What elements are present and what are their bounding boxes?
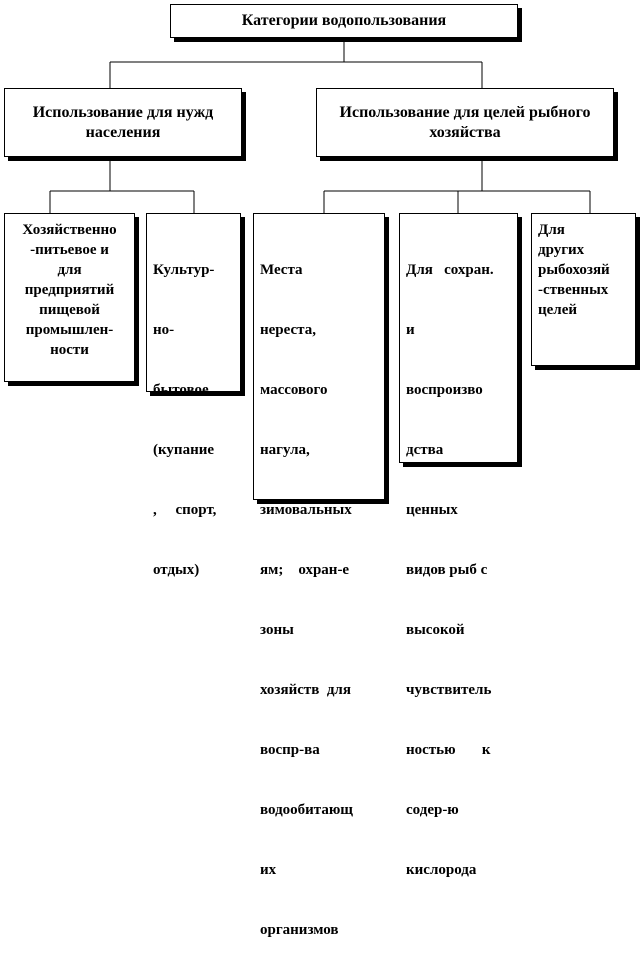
drinking-food-industry-box: Хозяйственно -питьевое и для предприятий… — [4, 213, 135, 382]
root-category-label: Категории водопользования — [241, 12, 447, 29]
fisheries-label: Использование для целей рыбного хозяйств… — [340, 103, 591, 143]
leaf-line: кислорода — [406, 862, 477, 878]
leaf-line: организмов — [260, 922, 339, 938]
leaf-line: Хозяйственно — [22, 222, 117, 238]
valuable-fish-preservation-box: Для сохран. и воспроизво дства ценных ви… — [399, 213, 518, 878]
leaf-line: отдых) — [153, 562, 200, 578]
leaf-line: -питьевое и — [30, 242, 109, 258]
leaf-line: нереста, — [260, 322, 316, 338]
leaf-line: чувствитель — [406, 682, 492, 698]
fisheries-box: Использование для целей рыбного хозяйств… — [316, 88, 614, 157]
leaf-line: ностью к — [406, 742, 491, 758]
leaf-line: других — [538, 242, 585, 258]
leaf-line: Культур- — [153, 262, 215, 278]
other-fisheries-purposes-box: Для других рыбохозяй -ственных целей — [531, 213, 636, 366]
leaf-line: -ственных — [538, 282, 609, 298]
leaf-line: Для — [538, 222, 565, 238]
leaf-line: и — [406, 322, 415, 338]
leaf-line: пищевой — [39, 302, 100, 318]
cultural-recreation-box: Культур- но- бытовое (купание , спорт, о… — [146, 213, 241, 578]
population-needs-box: Использование для нужд населения — [4, 88, 242, 157]
leaf-line: промышлен- — [25, 322, 114, 338]
leaf-line: зоны — [260, 622, 294, 638]
spawning-wintering-areas-box: Места нереста, массового нагула, зимовал… — [253, 213, 385, 938]
leaf-line: водообитающ — [260, 802, 353, 818]
leaf-line: ценных — [406, 502, 458, 518]
population-needs-label-line-2: населения — [85, 123, 161, 141]
leaf-line: Для сохран. — [406, 262, 494, 278]
connector-lines — [49, 38, 591, 213]
root-category-box: Категории водопользования — [170, 4, 518, 38]
leaf-line: нагула, — [260, 442, 310, 458]
leaf-line: но- — [153, 322, 175, 338]
water-use-categories-diagram: Категории водопользования Использование … — [4, 4, 636, 938]
leaf-line: зимовальных — [260, 502, 352, 518]
leaf-line: массового — [260, 382, 328, 398]
fisheries-label-line-1: Использование для целей рыбного — [339, 103, 591, 121]
leaf-line: целей — [538, 302, 578, 318]
leaf-line: видов рыб с — [406, 562, 488, 578]
leaf-line: для — [57, 262, 82, 278]
leaf-line: их — [260, 862, 277, 878]
leaf-line: Места — [260, 262, 303, 278]
leaf-line: ям; охран-е — [260, 562, 350, 578]
leaf-line: ности — [50, 342, 89, 358]
population-needs-label: Использование для нужд населения — [33, 103, 214, 143]
leaf-line: высокой — [406, 622, 465, 638]
fisheries-label-line-2: хозяйства — [429, 123, 501, 141]
leaf-line: рыбохозяй — [538, 262, 610, 278]
leaf-line: бытовое — [153, 382, 209, 398]
leaf-line: хозяйств для — [260, 682, 351, 698]
leaf-line: (купание — [153, 442, 215, 458]
leaf-line: воспроизво — [406, 382, 483, 398]
leaf-line: предприятий — [24, 282, 115, 298]
leaf-line: воспр-ва — [260, 742, 320, 758]
leaf-line: , спорт, — [153, 502, 217, 518]
population-needs-label-line-1: Использование для нужд — [32, 103, 214, 121]
leaf-line: дства — [406, 442, 444, 458]
leaf-line: содер-ю — [406, 802, 459, 818]
